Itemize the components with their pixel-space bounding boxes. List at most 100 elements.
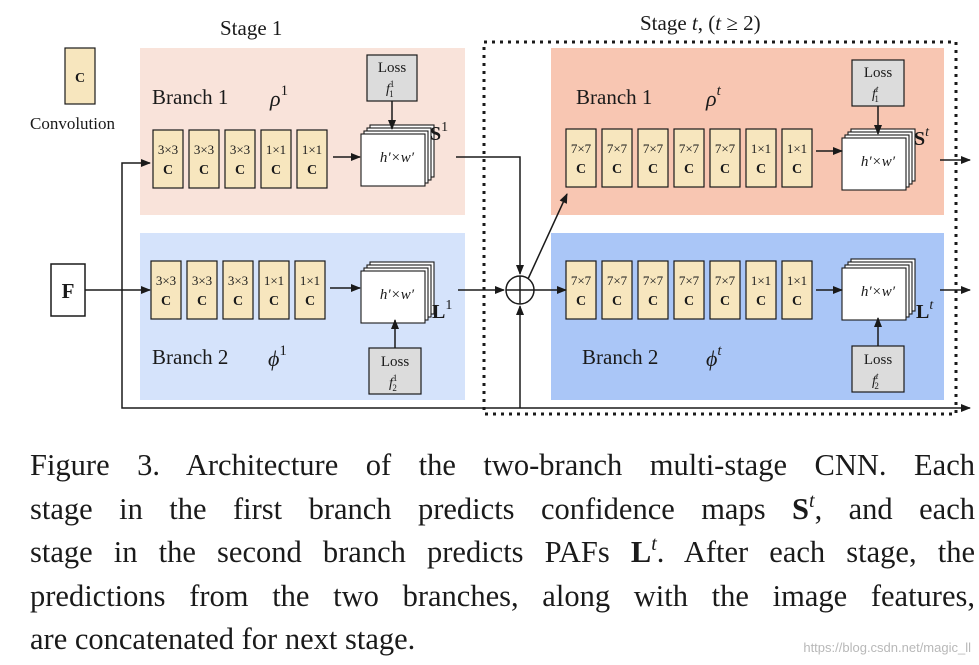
stage1-branch1-output-map: h′×w′ (360, 124, 435, 187)
conv-kernel-label: 7×7 (715, 273, 736, 288)
stage1-branch1-symbol: ρ1 (269, 83, 288, 111)
staget-branch2-label: Branch 2 (582, 345, 658, 369)
staget-branch1-symbol: ρt (705, 83, 722, 111)
conv-block: 7×7C (637, 128, 669, 188)
watermark: https://blog.csdn.net/magic_ll (803, 640, 971, 655)
conv-kernel-label: 1×1 (300, 273, 320, 288)
conv-block: 1×1C (745, 128, 777, 188)
conv-letter: C (612, 162, 622, 177)
conv-block: 1×1C (296, 129, 328, 189)
conv-block: 7×7C (637, 260, 669, 320)
conv-block: 7×7C (673, 260, 705, 320)
legend-conv-box (64, 47, 96, 105)
conv-letter: C (197, 294, 207, 309)
conv-block: 1×1C (260, 129, 292, 189)
caption-line-3: stage in the second branch predicts PAFs… (30, 533, 975, 569)
conv-letter: C (269, 294, 279, 309)
input-feature-box (50, 263, 86, 317)
conv-letter: C (648, 162, 658, 177)
svg-text:f12: f12 (389, 373, 397, 393)
conv-kernel-label: 3×3 (192, 273, 212, 288)
conv-letter: C (199, 163, 209, 178)
conv-block: 7×7C (601, 128, 633, 188)
conv-block: 1×1C (258, 260, 290, 320)
conv-kernel-label: 3×3 (156, 273, 176, 288)
conv-letter: C (271, 163, 281, 178)
output-map-label: h′×w′ (861, 284, 896, 300)
caption-line-5: are concatenated for next stage. (30, 622, 416, 656)
conv-block: 3×3C (224, 129, 256, 189)
conv-letter: C (648, 294, 658, 309)
conv-letter: C (720, 162, 730, 177)
svg-text:f11: f11 (386, 79, 394, 99)
stage1-branch1-label: Branch 1 (152, 85, 228, 109)
conv-letter: C (684, 162, 694, 177)
conv-letter: C (161, 294, 171, 309)
staget-output-s: St (914, 125, 930, 150)
staget-branch1-convs: 7×7C7×7C7×7C7×7C7×7C1×1C1×1C (565, 128, 813, 188)
connections (85, 101, 971, 412)
svg-text:ft2: ft2 (872, 371, 879, 391)
stage1-branch2-label: Branch 2 (152, 345, 228, 369)
staget-branch1-label: Branch 1 (576, 85, 652, 109)
conv-kernel-label: 7×7 (679, 273, 700, 288)
conv-kernel-label: 1×1 (787, 141, 807, 156)
stage1-output-s: S1 (430, 120, 448, 145)
conv-kernel-label: 3×3 (194, 142, 214, 157)
staget-title: Stage t, (t ≥ 2) (640, 11, 761, 35)
conv-letter: C (720, 294, 730, 309)
conv-block: 1×1C (781, 128, 813, 188)
staget-output-l: Lt (916, 298, 934, 323)
conv-block: 3×3C (150, 260, 182, 320)
conv-letter: C (756, 294, 766, 309)
conv-letter: C (233, 294, 243, 309)
conv-letter: C (305, 294, 315, 309)
conv-letter: C (307, 163, 317, 178)
input-feature-label: F (62, 279, 75, 303)
caption-line-1: Figure 3. Architecture of the two-branch… (30, 448, 975, 482)
conv-block: 1×1C (745, 260, 777, 320)
caption-line-4: predictions from the two branches, along… (30, 578, 975, 613)
conv-block: 7×7C (565, 128, 597, 188)
conv-kernel-label: 7×7 (571, 141, 592, 156)
concat-node (505, 275, 535, 305)
conv-letter: C (612, 294, 622, 309)
svg-text:Loss: Loss (864, 352, 893, 368)
conv-letter: C (163, 163, 173, 178)
staget-branch2-symbol: ϕt (706, 343, 722, 371)
conv-kernel-label: 3×3 (158, 142, 178, 157)
output-map-label: h′×w′ (380, 150, 415, 166)
stage1-branch2-output-map: h′×w′ (360, 261, 435, 324)
stage1-branch1-convs: 3×3C3×3C3×3C1×1C1×1C (152, 129, 328, 189)
staget-branch2-output-map: h′×w′ (841, 258, 916, 321)
legend-conv-symbol: C (75, 71, 85, 86)
conv-block: 1×1C (781, 260, 813, 320)
conv-kernel-label: 3×3 (228, 273, 248, 288)
architecture-diagram: Stage 1 Stage t, (t ≥ 2) C Convolution F… (30, 11, 971, 416)
figure-caption: Figure 3. Architecture of the two-branch… (30, 444, 975, 662)
conv-kernel-label: 1×1 (264, 273, 284, 288)
conv-letter: C (235, 163, 245, 178)
legend-conv-label: Convolution (30, 114, 116, 133)
stage1-branch2-convs: 3×3C3×3C3×3C1×1C1×1C (150, 260, 326, 320)
caption-line-2: stage in the first branch predicts confi… (30, 489, 975, 526)
conv-block: 1×1C (294, 260, 326, 320)
svg-text:Loss: Loss (381, 354, 410, 370)
conv-kernel-label: 7×7 (607, 273, 628, 288)
conv-kernel-label: 1×1 (266, 142, 286, 157)
staget-dotted-box (482, 40, 958, 416)
conv-kernel-label: 1×1 (751, 273, 771, 288)
output-map-label: h′×w′ (380, 287, 415, 303)
conv-kernel-label: 7×7 (715, 141, 736, 156)
conv-letter: C (576, 162, 586, 177)
svg-text:Loss: Loss (864, 65, 893, 81)
conv-block: 7×7C (601, 260, 633, 320)
conv-block: 3×3C (188, 129, 220, 189)
conv-block: 3×3C (152, 129, 184, 189)
conv-letter: C (792, 162, 802, 177)
conv-kernel-label: 7×7 (643, 141, 664, 156)
